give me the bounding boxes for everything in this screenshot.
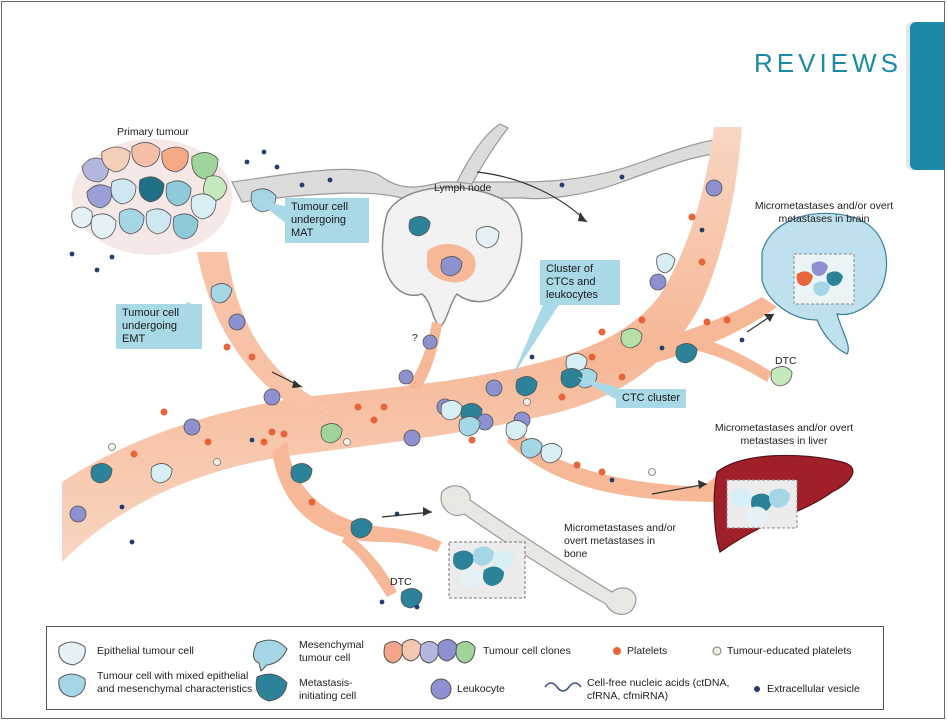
educated-platelet-icon: [712, 646, 722, 656]
dtc-bone-label: DTC: [390, 576, 412, 588]
cluster-ctc-leukocytes-callout: Cluster of CTCs and leukocytes: [540, 260, 620, 305]
dtc-brain-branch: [692, 337, 772, 382]
legend-mixed: Tumour cell with mixed epithelial and me…: [97, 670, 253, 695]
emt-callout: Tumour cell undergoing EMT: [116, 304, 202, 349]
platelets: [130, 213, 731, 506]
legend-educated-platelets: Tumour-educated platelets: [727, 645, 852, 657]
metastasis-initiating-cell-icon: [255, 673, 288, 702]
metastasis-diagram: [62, 123, 888, 615]
legend-leukocyte: Leukocyte: [457, 683, 505, 695]
legend: Epithelial tumour cell Tumour cell with …: [46, 626, 884, 710]
brain-vessel-branch: [562, 297, 777, 382]
legend-clones: Tumour cell clones: [483, 645, 571, 657]
liver-organ: [713, 454, 854, 553]
brain-label: Micrometastases and/or overt metastases …: [754, 200, 894, 225]
leukocyte-icon: [430, 678, 452, 700]
platelet-icon: [613, 647, 621, 655]
legend-mesenchymal: Mesenchymal tumour cell: [299, 639, 364, 664]
question-mark: ?: [412, 332, 418, 344]
legend-epithelial: Epithelial tumour cell: [97, 645, 194, 657]
lymphatic-branch: [456, 123, 509, 185]
dtc-brain-label: DTC: [775, 355, 797, 367]
bone-organ: [440, 485, 637, 615]
main-blood-vessel: [62, 127, 742, 562]
legend-vesicle: Extracellular vesicle: [767, 683, 860, 695]
ctc-cluster-callout: CTC cluster: [616, 389, 687, 408]
journal-tab: [910, 22, 944, 170]
arrowheads: [292, 212, 774, 516]
primary-tumour-mass: [71, 139, 232, 255]
nucleic-acid-icon: [544, 682, 582, 692]
primary-tumour-label: Primary tumour: [117, 126, 189, 138]
tumour-clones-icon: [383, 639, 476, 664]
mixed-cell-icon: [58, 673, 86, 698]
ctc-leukocyte-cluster: [440, 400, 543, 459]
mat-callout: Tumour cell undergoing MAT: [285, 198, 369, 243]
legend-metastasis-initiating: Metastasis-initiating cell: [299, 677, 357, 702]
liver-label: Micrometastases and/or overt metastases …: [714, 422, 854, 447]
legend-cfna: Cell-free nucleic acids (ctDNA, cfRNA, c…: [587, 677, 730, 702]
extracellular-vesicles: [69, 149, 745, 610]
dtc-bone-branch: [342, 532, 397, 597]
epithelial-cell-icon: [58, 641, 86, 666]
legend-icons: [58, 639, 760, 702]
lymph-node-label: Lymph node: [434, 182, 492, 194]
bone-label: Micrometastases and/or overt metastases …: [564, 522, 677, 560]
extracellular-vesicle-icon: [754, 686, 760, 692]
brain-organ: [761, 212, 888, 355]
section-label: REVIEWS: [754, 48, 902, 78]
tumour-vessel-branch-2: [197, 252, 332, 412]
liver-vessel-branch: [507, 422, 722, 502]
legend-platelets: Platelets: [627, 645, 668, 657]
mesenchymal-cell-icon: [253, 639, 288, 672]
